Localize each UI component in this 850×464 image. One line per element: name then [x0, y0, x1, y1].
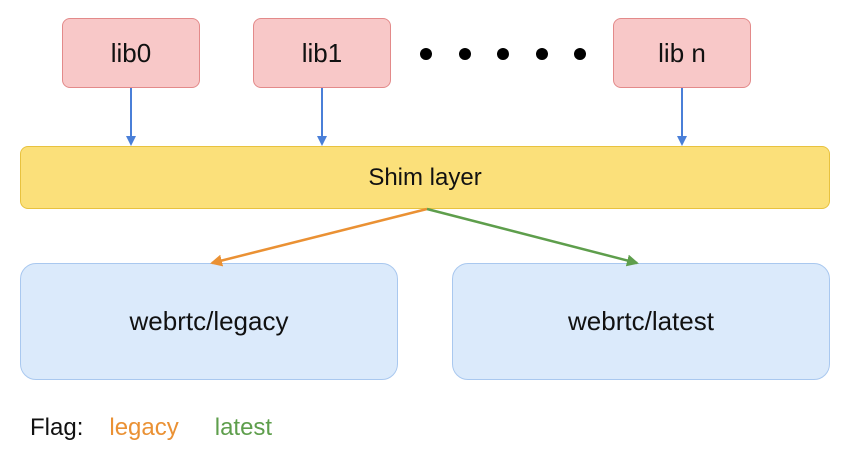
flag-legend-latest: latest: [214, 414, 273, 441]
webrtc-legacy-box: webrtc/legacy: [20, 263, 398, 380]
arrow-shim-to-legacy: [210, 207, 428, 267]
flag-legend: Flag: legacy latest: [30, 414, 272, 442]
ellipsis-dot: [420, 48, 432, 60]
webrtc-legacy-label: webrtc/legacy: [129, 306, 289, 336]
arrow-shim-to-latest: [426, 207, 639, 267]
flag-legend-legacy: legacy: [109, 414, 179, 441]
flag-legend-title: Flag:: [30, 414, 84, 441]
libn-box: lib n: [613, 18, 751, 88]
ellipsis-dot: [497, 48, 509, 60]
shim-layer-box: Shim layer: [20, 146, 830, 209]
shim-layer-label: Shim layer: [368, 163, 482, 191]
lib1-label: lib1: [301, 37, 343, 68]
ellipsis-dots: [420, 39, 586, 69]
webrtc-latest-box: webrtc/latest: [452, 263, 830, 380]
lib0-label: lib0: [110, 37, 152, 68]
ellipsis-dot: [535, 48, 548, 60]
ellipsis-dot: [574, 48, 586, 60]
ellipsis-dot: [458, 48, 471, 60]
lib1-box: lib1: [253, 18, 391, 88]
webrtc-latest-label: webrtc/latest: [568, 306, 714, 336]
libn-label: lib n: [658, 37, 706, 68]
lib0-box: lib0: [62, 18, 200, 88]
